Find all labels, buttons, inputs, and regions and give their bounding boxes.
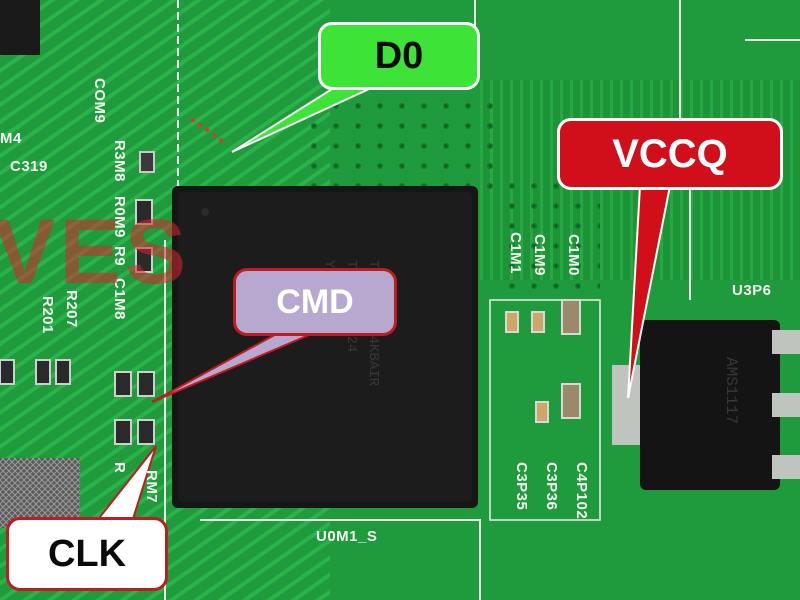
clk-label: CLK: [47, 532, 127, 575]
clk-callout: CLK: [6, 517, 168, 591]
d0-callout: D0: [318, 22, 480, 90]
cmd-label: CMD: [276, 282, 354, 321]
vccq-label: VCCQ: [612, 131, 728, 176]
d0-label: D0: [374, 34, 424, 77]
silk-c3p35: C3P35: [513, 462, 530, 511]
silk-c1m0: C1M0: [565, 234, 582, 277]
silk-r: R: [111, 462, 128, 474]
silk-c1m9: C1M9: [531, 234, 548, 277]
silk-u0m1: U0M1_S: [316, 528, 378, 545]
voltage-regulator: AMS1117: [612, 320, 800, 490]
svg-text:AMS1117: AMS1117: [722, 357, 740, 424]
emmc-chip: THGBMBG8D4KBAIR TAIWAN 2024 YCK0246AE: [172, 186, 478, 508]
silk-u3p6: U3P6: [732, 282, 772, 299]
silk-com9: COM9: [91, 78, 108, 124]
watermark-text: VES: [0, 201, 191, 303]
test-dots: [191, 118, 223, 142]
shield-mesh: [0, 458, 80, 528]
silk-c4p102: C4P102: [573, 462, 590, 520]
vccq-callout: VCCQ: [557, 118, 783, 190]
silk-c1m1: C1M1: [507, 232, 524, 275]
silk-c3p36: C3P36: [543, 462, 560, 511]
smd-components-center: [505, 299, 581, 423]
smd-components-left: [0, 151, 155, 445]
ic-corner: [0, 0, 40, 55]
silk-m4: M4: [0, 130, 22, 147]
silk-rm7: RM7: [143, 470, 160, 504]
silk-r3m8: R3M8: [111, 140, 128, 183]
cmd-callout: CMD: [233, 268, 397, 336]
silk-c319: C319: [10, 158, 48, 175]
